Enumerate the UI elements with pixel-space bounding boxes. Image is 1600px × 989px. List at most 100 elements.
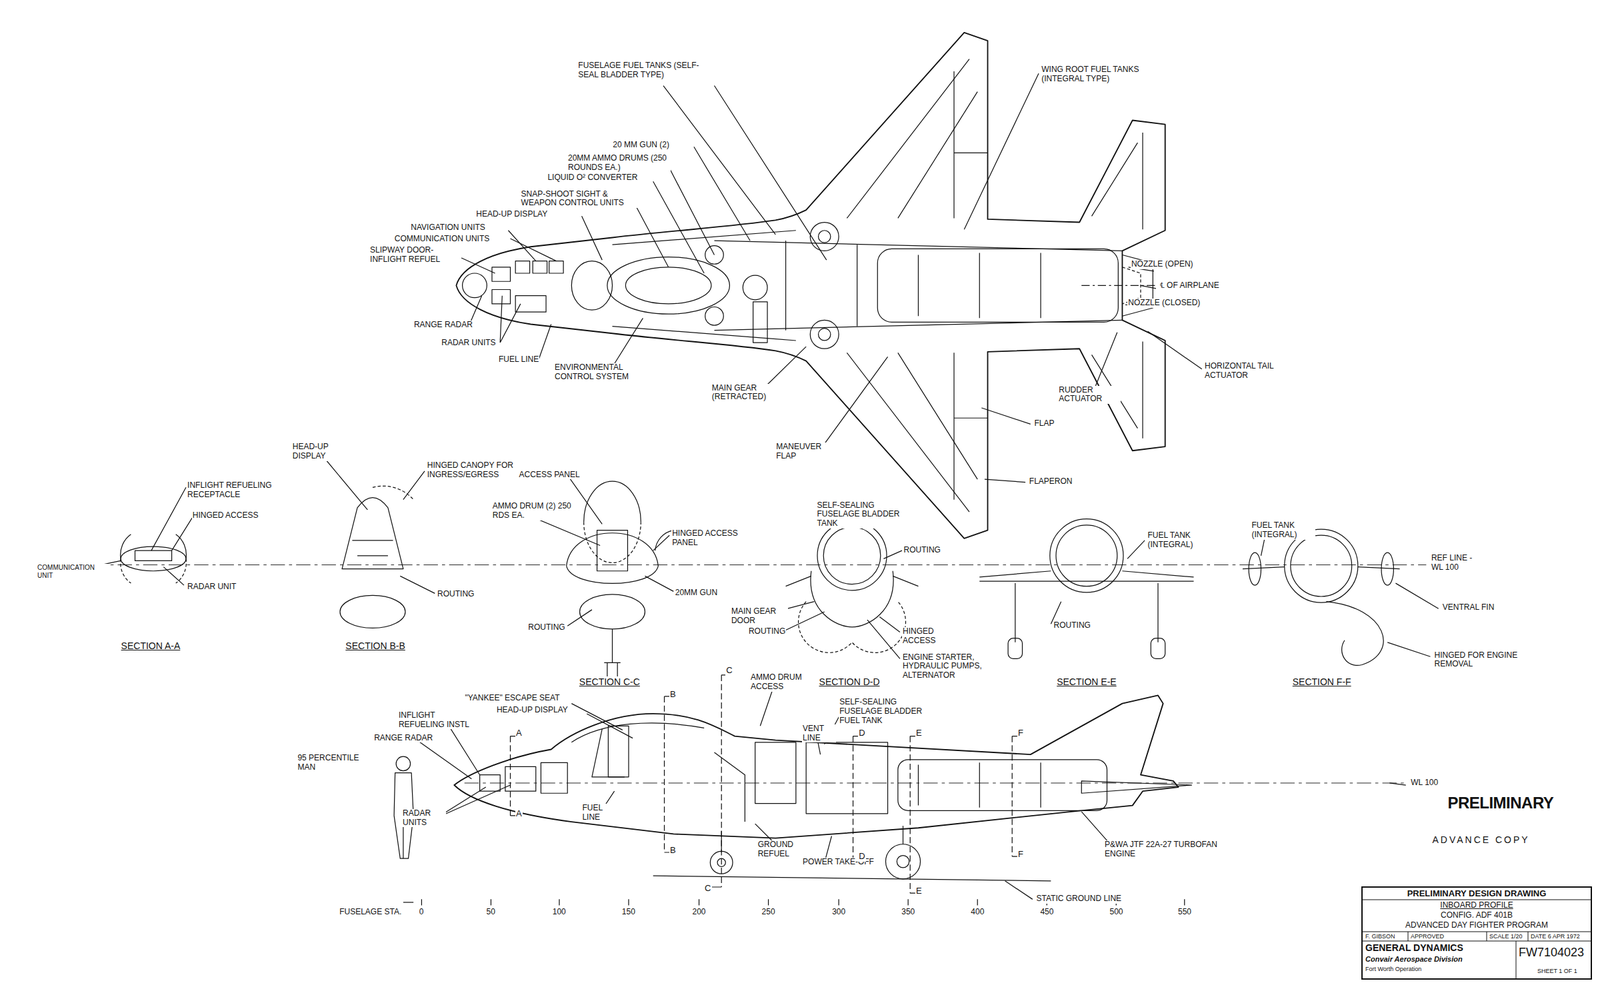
title-block-text: INBOARD PROFILE: [1362, 901, 1591, 910]
callout-label: SLIPWAY DOOR- INFLIGHT REFUEL: [369, 246, 452, 265]
station-number: 550: [1177, 908, 1192, 918]
section-mark: D: [858, 852, 866, 862]
callout-label: AMMO DRUM ACCESS: [750, 673, 811, 692]
section-mark: D: [858, 728, 866, 739]
callout-label: HEAD-UP DISPLAY: [475, 210, 548, 220]
callout-label: RANGE RADAR: [373, 734, 434, 744]
callout-label: LIQUID O² CONVERTER: [546, 173, 638, 183]
station-number: 250: [761, 908, 776, 918]
station-number: 350: [900, 908, 916, 918]
section-title: SECTION E-E: [1056, 676, 1117, 688]
callout-label: MANEUVER FLAP: [775, 442, 838, 462]
callout-label: SELF-SEALING FUSELAGE BLADDER TANK: [816, 501, 904, 529]
callout-label: ENGINE STARTER, HYDRAULIC PUMPS, ALTERNA…: [902, 653, 1006, 681]
callout-label: FUEL LINE: [581, 804, 622, 823]
callout-label: RADAR UNITS: [402, 809, 446, 828]
callout-label: HINGED FOR ENGINE REMOVAL: [1434, 651, 1532, 670]
callout-label: RUDDER ACTUATOR: [1058, 386, 1121, 405]
station-number: 0: [418, 908, 425, 918]
callout-label: HEAD-UP DISPLAY: [496, 706, 569, 716]
callout-label: HINGED ACCESS PANEL: [671, 529, 744, 548]
stamp-text: ADVANCE COPY: [1431, 834, 1530, 846]
callout-label: 20 MM GUN (2): [612, 140, 670, 150]
section-mark: F: [1017, 850, 1024, 860]
callout-label: FUEL TANK (INTEGRAL): [1251, 521, 1316, 540]
station-number: 150: [621, 908, 636, 918]
callout-label: WL 100: [1410, 778, 1439, 788]
callout-label: COMMUNICATION UNITS: [394, 234, 490, 244]
callout-label: HINGED ACCESS: [902, 627, 955, 646]
callout-label: ROUTING: [748, 627, 786, 637]
callout-label: FLAP: [1034, 419, 1056, 429]
section-mark: E: [915, 728, 923, 739]
callout-label: COMMUNICATION UNIT: [36, 564, 110, 580]
callout-label: HEAD-UP DISPLAY: [292, 442, 342, 462]
stamp-text: PRELIMINARY: [1446, 794, 1554, 813]
callout-label: 95 PERCENTILE MAN: [296, 754, 372, 773]
callout-label: P&WA JTF 22A-27 TURBOFAN ENGINE: [1104, 840, 1220, 860]
title-block-text: FW7104023: [1518, 946, 1584, 960]
section-mark: F: [1017, 728, 1024, 739]
callout-label: 20MM GUN: [674, 588, 718, 598]
callout-label: HORIZONTAL TAIL ACTUATOR: [1204, 362, 1308, 381]
callout-label: WING ROOT FUEL TANKS (INTEGRAL TYPE): [1040, 65, 1170, 84]
section-mark: E: [915, 886, 923, 897]
callout-label: STATIC GROUND LINE: [1036, 894, 1123, 904]
station-number: 50: [486, 908, 496, 918]
section-mark: C: [725, 666, 733, 676]
callout-label: VENT LINE: [802, 724, 836, 744]
callout-label: AMMO DRUM (2) 250 RDS EA.: [492, 502, 575, 521]
callout-label: FLAPERON: [1028, 477, 1074, 487]
callout-label: RADAR UNIT: [186, 582, 237, 592]
section-mark: A: [515, 728, 523, 739]
title-block-text: APPROVED: [1410, 934, 1444, 941]
callout-label: NAVIGATION UNITS: [410, 223, 486, 233]
callout-label: ℄ OF AIRPLANE: [1159, 281, 1220, 291]
callout-label: ROUTING: [1053, 621, 1092, 631]
title-block: PRELIMINARY DESIGN DRAWING INBOARD PROFIL…: [1361, 886, 1592, 980]
callout-label: RADAR UNITS: [440, 338, 496, 348]
callout-label: HINGED CANOPY FOR INGRESS/EGRESS: [426, 461, 515, 480]
callout-label: HINGED ACCESS: [192, 511, 260, 521]
section-title: SECTION B-B: [344, 640, 406, 652]
callout-label: SELF-SEALING FUSELAGE BLADDER FUEL TANK: [838, 698, 934, 726]
section-title: SECTION A-A: [120, 640, 182, 652]
station-number: 400: [970, 908, 985, 918]
callout-label: ROUTING: [527, 623, 566, 633]
callout-label: FUEL LINE: [498, 355, 540, 365]
title-block-text: SHEET 1 OF 1: [1537, 968, 1578, 976]
section-title: SECTION D-D: [818, 676, 881, 688]
title-block-text: PRELIMINARY DESIGN DRAWING: [1362, 889, 1591, 899]
station-number: 100: [552, 908, 567, 918]
callout-label: FUSELAGE STA.: [338, 908, 402, 918]
callout-label: NOZZLE (OPEN): [1130, 260, 1194, 270]
callout-label: VENTRAL FIN: [1442, 603, 1496, 613]
callout-label: ROUTING: [436, 590, 475, 600]
section-mark: B: [669, 846, 677, 856]
callout-label: SNAP-SHOOT SIGHT & WEAPON CONTROL UNITS: [520, 190, 640, 209]
station-number: 500: [1108, 908, 1124, 918]
station-number: 200: [691, 908, 706, 918]
callout-label: REF LINE - WL 100: [1430, 554, 1486, 573]
title-block-text: ADVANCED DAY FIGHTER PROGRAM: [1362, 921, 1591, 930]
section-title: SECTION F-F: [1292, 676, 1352, 688]
title-block-text: Fort Worth Operation: [1365, 966, 1422, 974]
title-block-text: F. GIBSON: [1365, 934, 1396, 941]
callout-label: NOZZLE (CLOSED): [1127, 298, 1201, 308]
callout-label: INFLIGHT REFUELING INSTL: [398, 711, 476, 730]
title-block-text: GENERAL DYNAMICS: [1365, 943, 1464, 954]
callout-label: FUEL TANK (INTEGRAL): [1146, 531, 1212, 550]
title-block-text: CONFIG. ADF 401B: [1362, 911, 1591, 920]
section-mark: B: [669, 690, 677, 700]
section-mark: A: [515, 809, 523, 820]
callout-label: MAIN GEAR (RETRACTED): [711, 384, 790, 403]
callout-label: ENVIRONMENTAL CONTROL SYSTEM: [554, 363, 642, 382]
callout-label: MAIN GEAR DOOR: [730, 607, 788, 626]
station-number: 300: [831, 908, 846, 918]
title-block-text: Convair Aerospace Division: [1365, 955, 1463, 964]
callout-label: 20MM AMMO DRUMS (250 ROUNDS EA.): [567, 154, 671, 173]
section-mark: C: [704, 884, 712, 894]
callout-label: INFLIGHT REFUELING RECEPTACLE: [186, 481, 300, 500]
callout-label: RANGE RADAR: [413, 320, 474, 330]
callout-label: FUSELAGE FUEL TANKS (SELF-SEAL BLADDER T…: [577, 61, 712, 80]
